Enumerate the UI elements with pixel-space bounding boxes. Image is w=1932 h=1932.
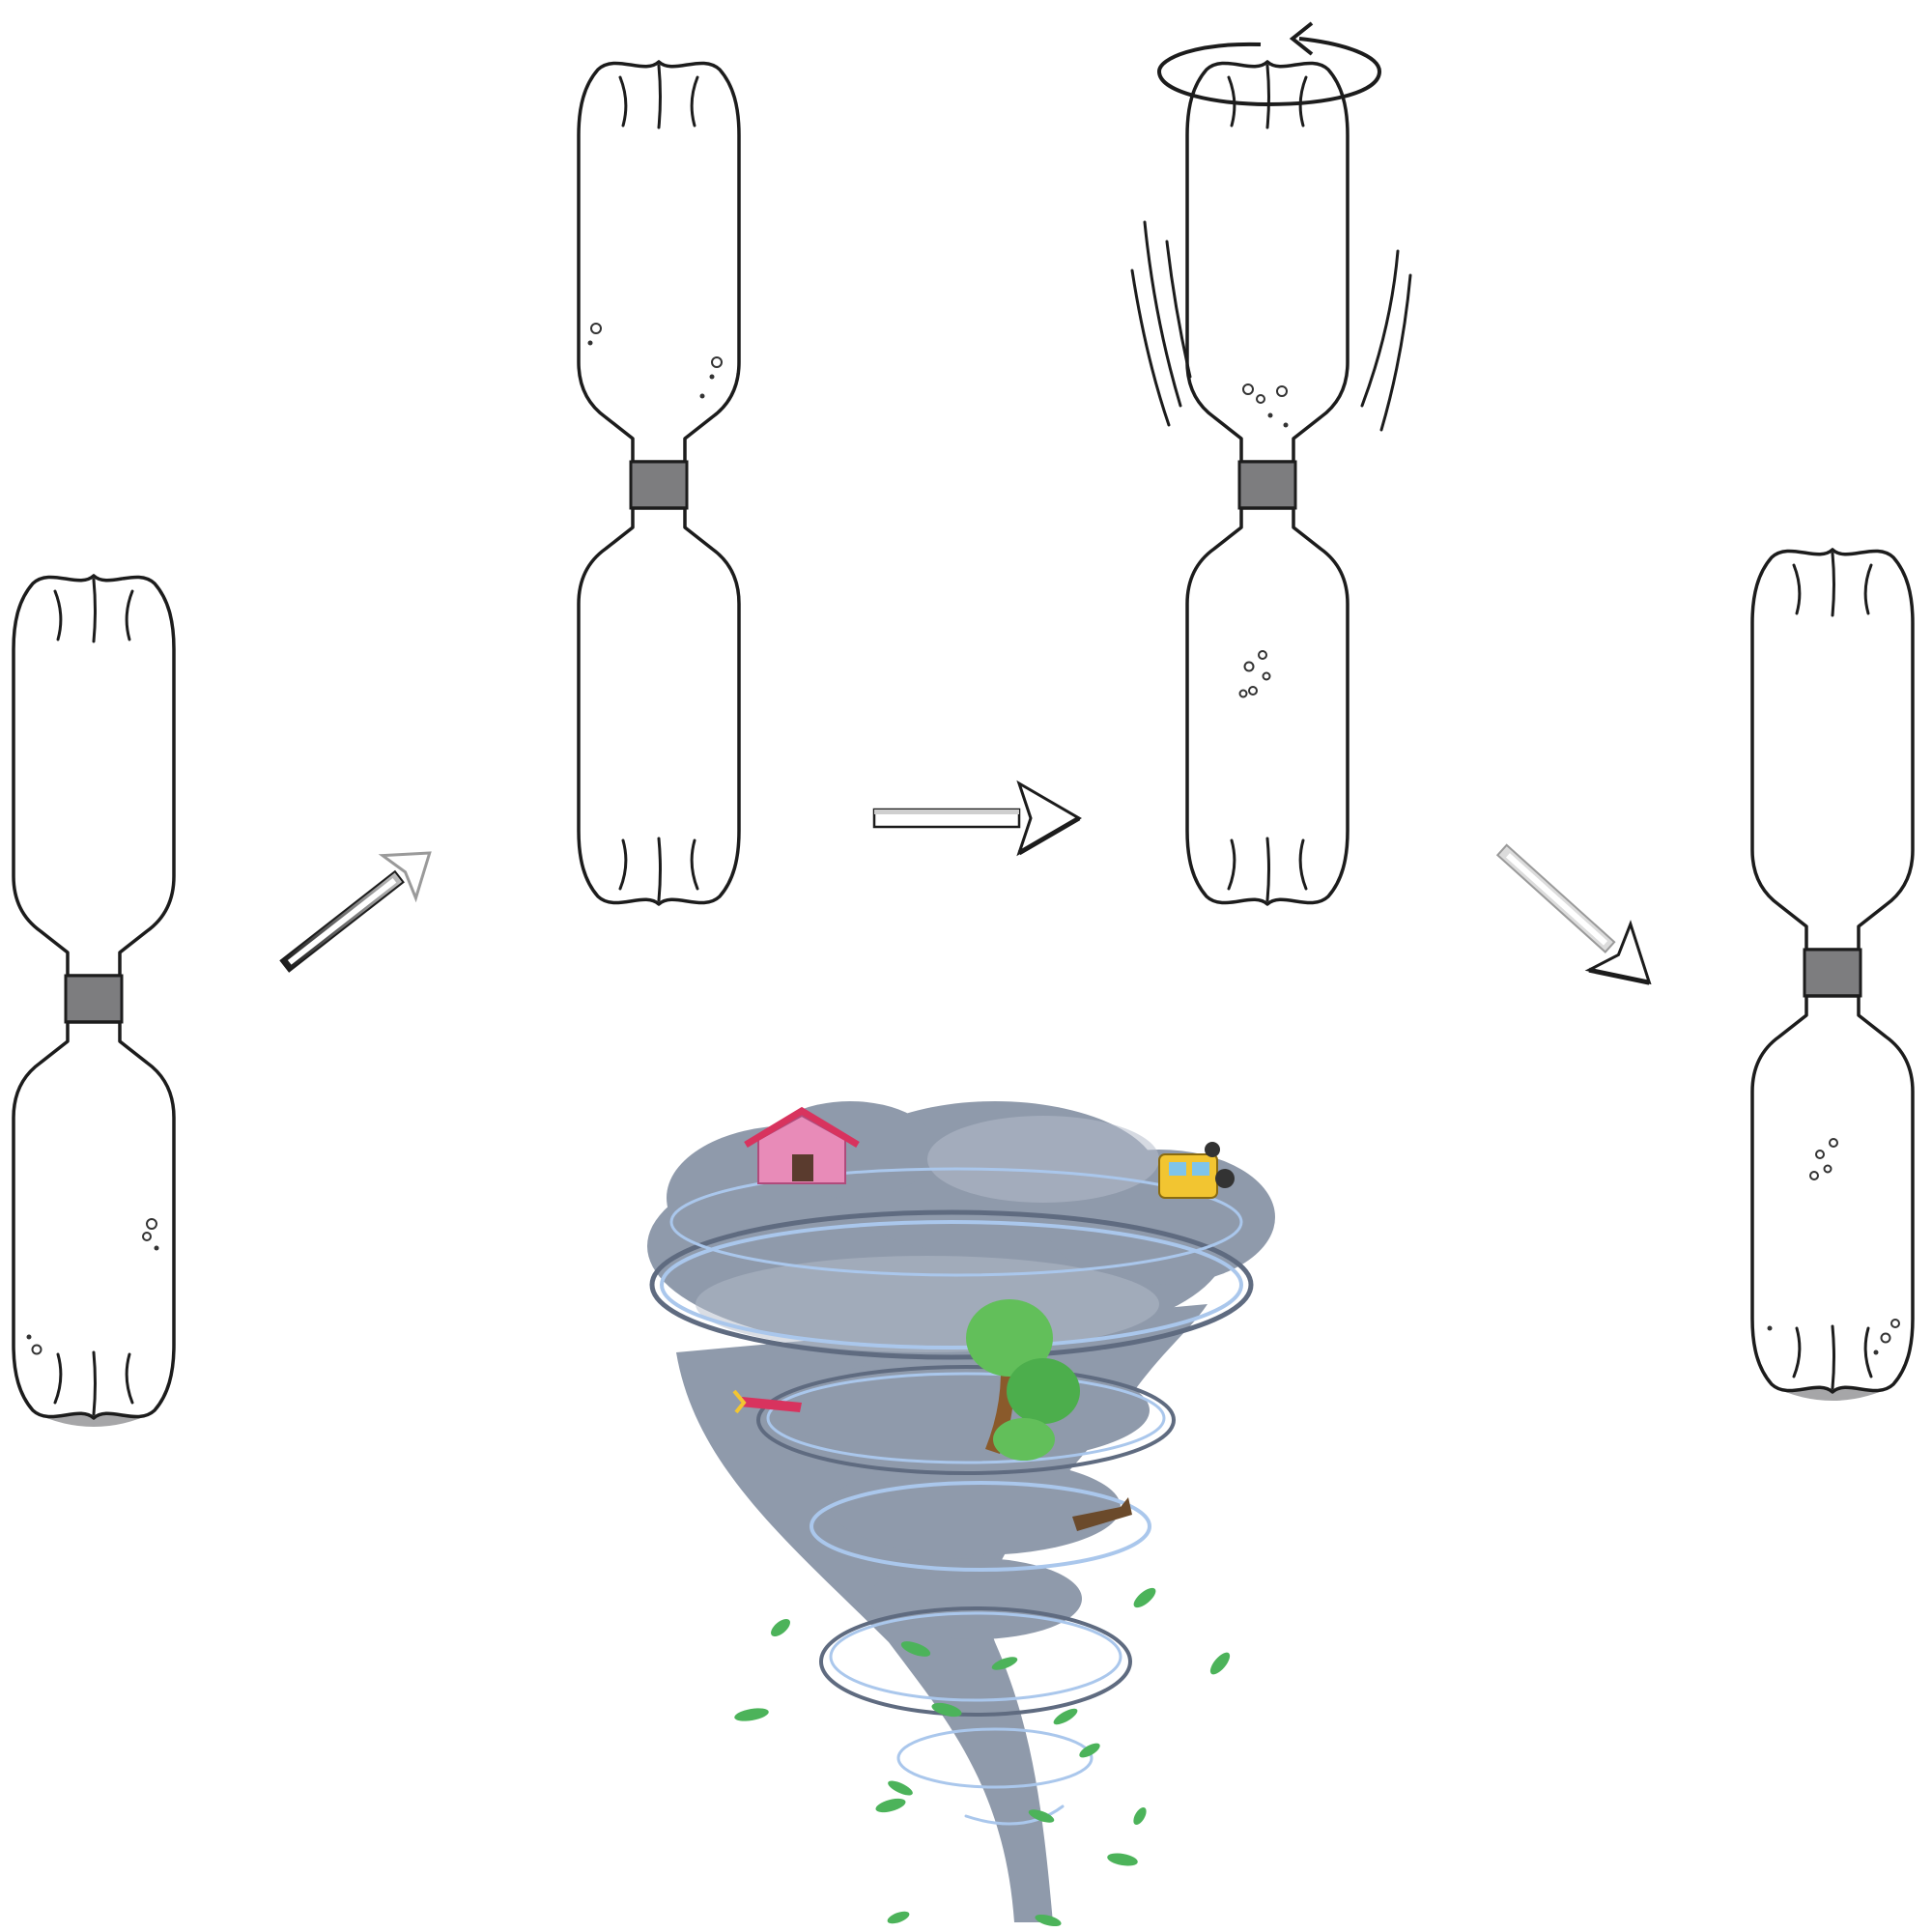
- arrow-right-icon: [872, 780, 1082, 857]
- step-3-bottle: [1185, 60, 1350, 906]
- house-icon: [744, 1106, 860, 1184]
- shake-lines: [1130, 220, 1412, 432]
- leaf-icon: [734, 1587, 1231, 1927]
- debris-icon: [732, 1389, 1132, 1531]
- arrow-up-right-icon: [279, 851, 432, 973]
- tree-icon: [966, 1299, 1080, 1461]
- arrow-down-right-icon: [1495, 843, 1652, 985]
- step-1-bottle: [12, 574, 176, 1427]
- tornado-illustration: [647, 1101, 1275, 1927]
- tornado-rings: [649, 1167, 1254, 1826]
- vehicle-icon: [1158, 1142, 1235, 1199]
- rotation-arrow-icon: [1156, 21, 1382, 107]
- step-2-bottle: [577, 60, 741, 906]
- step-4-bottle: [1750, 548, 1915, 1401]
